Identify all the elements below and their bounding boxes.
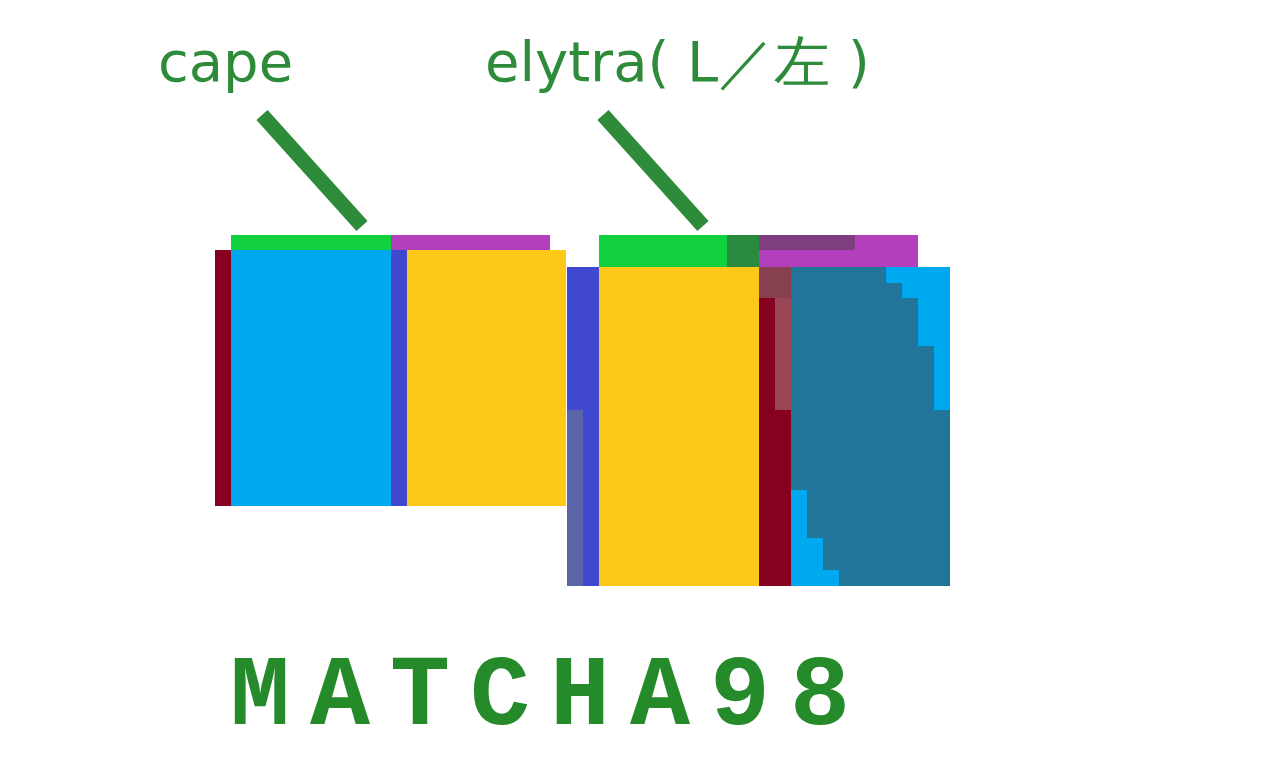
leader-line [603, 115, 703, 226]
leader-line [262, 115, 362, 226]
part-label: elytra( L／左 ) [485, 34, 870, 90]
elytra-texture [567, 235, 950, 586]
cape-texture [215, 235, 566, 506]
part-label: cape [158, 34, 293, 90]
watermark: MATCHA98 [230, 648, 870, 748]
